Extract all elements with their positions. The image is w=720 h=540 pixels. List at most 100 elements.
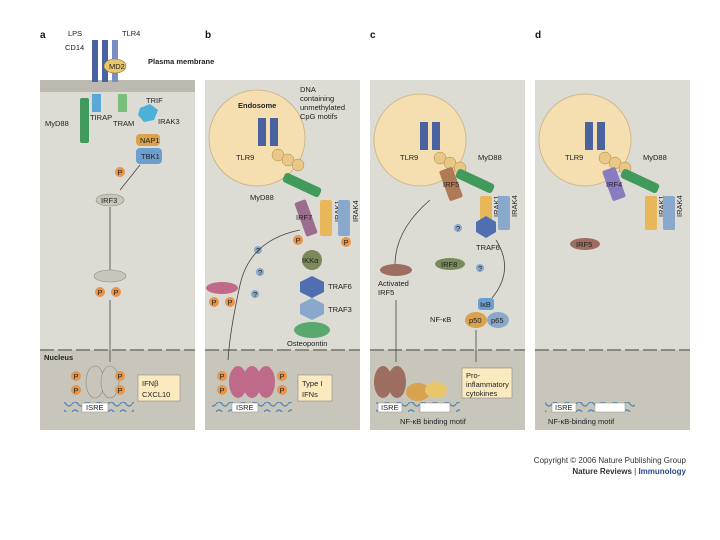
- panel-c-irak1-label: IRAK1: [492, 195, 501, 217]
- panel-c-gene-box: [461, 367, 513, 399]
- panel-b-phospho-1: [293, 235, 303, 245]
- panel-b-p-2: P: [344, 238, 349, 247]
- panel-c-nfkb-motif-box: [419, 402, 451, 413]
- panel-b-isre-box: [231, 402, 259, 413]
- panel-d-irak1-shape: [645, 196, 657, 230]
- panel-a-p-1: P: [118, 168, 123, 177]
- panel-b-unknown-1: [254, 246, 262, 254]
- panel-a-phospho-4: [71, 371, 81, 381]
- ifns-label: IFNs: [302, 390, 318, 399]
- panel-a-myd88-shape: [80, 98, 89, 143]
- panel-b-p-3: P: [212, 298, 217, 307]
- cytokines-label: cytokines: [466, 389, 498, 398]
- p65-label: p65: [491, 316, 504, 325]
- dna-note-line-4: CpG motifs: [300, 112, 338, 121]
- p65-shape: [487, 312, 509, 328]
- traf3-shape: [300, 298, 324, 320]
- panel-b-letter: b: [205, 30, 211, 41]
- panel-d-motif-label: NF-κB-binding motif: [548, 417, 615, 426]
- tlr4-chain-2: [102, 40, 108, 82]
- panel-b-irf7-label: IRF7: [296, 213, 312, 222]
- ikb-label: IκB: [480, 300, 491, 309]
- panel-c-nuclear-p50: [406, 383, 430, 401]
- panel-b-gene-box: [297, 374, 333, 402]
- panel-b-irak1-shape: [320, 200, 332, 236]
- panel-b-nuclear-irf7-1: [229, 366, 247, 398]
- panel-c-traf6-shape: [476, 216, 496, 238]
- ifnb-label: IFNβ: [142, 379, 159, 388]
- osteopontin-label: Osteopontin: [287, 339, 327, 348]
- panel-c-isre-box: [377, 402, 403, 413]
- trif-label: TRIF: [146, 96, 163, 105]
- panel-c-nuclear-p65: [425, 382, 447, 398]
- ikb-shape: [478, 298, 494, 310]
- cd14-label: CD14: [65, 43, 84, 52]
- panel-d: d TLR9 MyD88 IRF4 IRAK1 IRAK4 IRF5 ISRE …: [535, 30, 690, 430]
- subjournal-name: Immunology: [638, 467, 686, 476]
- panel-c-irak4-shape: [498, 196, 510, 230]
- panel-b-traf6-label: TRAF6: [328, 282, 352, 291]
- panel-b-irf7-shape: [294, 199, 318, 237]
- panel-a-irf3-shape: [95, 193, 125, 207]
- journal-name: Nature Reviews: [572, 467, 632, 476]
- nap1-label: NAP1: [140, 136, 160, 145]
- panel-c-irf5-shape: [439, 167, 463, 201]
- panel-b-p-1: P: [296, 236, 301, 245]
- panel-b-endosome: [208, 89, 306, 187]
- panel-d-tlr9-chain-2: [597, 122, 605, 150]
- activated-irf5-shape: [380, 264, 412, 276]
- panel-d-nucleus-area: [535, 350, 690, 430]
- panel-c-q-2: ?: [478, 264, 482, 273]
- panel-c-traf6-label: TRAF6: [476, 243, 500, 252]
- panel-c-isre-label: ISRE: [381, 403, 399, 412]
- panel-a-phospho-6: [115, 371, 125, 381]
- osteopontin-shape: [294, 322, 330, 338]
- panel-c-irak4-label: IRAK4: [510, 195, 519, 217]
- panel-d-irak1-label: IRAK1: [657, 195, 666, 217]
- panel-c-nuclear-irf5-2: [388, 366, 406, 398]
- irak3-label: IRAK3: [158, 117, 180, 126]
- tlr4-chain-1: [92, 40, 98, 82]
- panel-b-irak4-label: IRAK4: [351, 200, 360, 222]
- panel-a-p-6: P: [118, 372, 123, 381]
- pro-label: Pro-: [466, 371, 481, 380]
- panel-c-letter: c: [370, 30, 376, 41]
- panel-b-tlr9-chain-1: [258, 118, 266, 146]
- panel-c-tlr9-chain-2: [432, 122, 440, 150]
- panel-a-irf3-label: IRF3: [101, 196, 117, 205]
- dna-note-line-3: unmethylated: [300, 103, 345, 112]
- panel-b-lrr-2: [281, 153, 295, 167]
- panel-b-unknown-2: [256, 268, 264, 276]
- panel-b-myd88-shape: [282, 173, 322, 197]
- traf3-label: TRAF3: [328, 305, 352, 314]
- panel-c-myd88-shape: [455, 169, 495, 193]
- panel-b-irf7-dimer: [206, 282, 238, 294]
- panel-b-lrr-3: [291, 158, 305, 172]
- panel-a-phospho-1: [115, 167, 125, 177]
- tirap-label: TIRAP: [90, 113, 112, 122]
- panel-a-letter: a: [40, 30, 46, 41]
- journal-separator: |: [631, 467, 639, 476]
- panel-d-tlr9-chain-1: [585, 122, 593, 150]
- panel-b-phospho-2: [341, 237, 351, 247]
- panel-d-dna: [545, 402, 635, 412]
- irf8-label: IRF8: [441, 260, 457, 269]
- inflammatory-label: inflammatory: [466, 380, 509, 389]
- panel-d-irak4-label: IRAK4: [675, 195, 684, 217]
- tbk1-to-irf3-arrow: [119, 164, 141, 191]
- panel-a-irf3-dimer: [93, 269, 127, 283]
- p50-shape: [465, 312, 487, 328]
- panel-a-myd88-label: MyD88: [45, 119, 69, 128]
- panel-a-p-3: P: [114, 288, 119, 297]
- panel-c-q-1: ?: [456, 224, 460, 233]
- copyright-line: Copyright © 2006 Nature Publishing Group: [533, 456, 686, 465]
- nfkb-label: NF-κB: [430, 315, 451, 324]
- panel-b-p-7: P: [280, 372, 285, 381]
- panel-c-unknown-2: [476, 264, 484, 272]
- panel-b-p-8: P: [280, 386, 285, 395]
- type-i-label: Type I: [302, 379, 322, 388]
- panel-b-phospho-6: [217, 385, 227, 395]
- panel-c-traf6-to-nfkb-arrow: [491, 239, 505, 299]
- panel-a-p-5: P: [74, 386, 79, 395]
